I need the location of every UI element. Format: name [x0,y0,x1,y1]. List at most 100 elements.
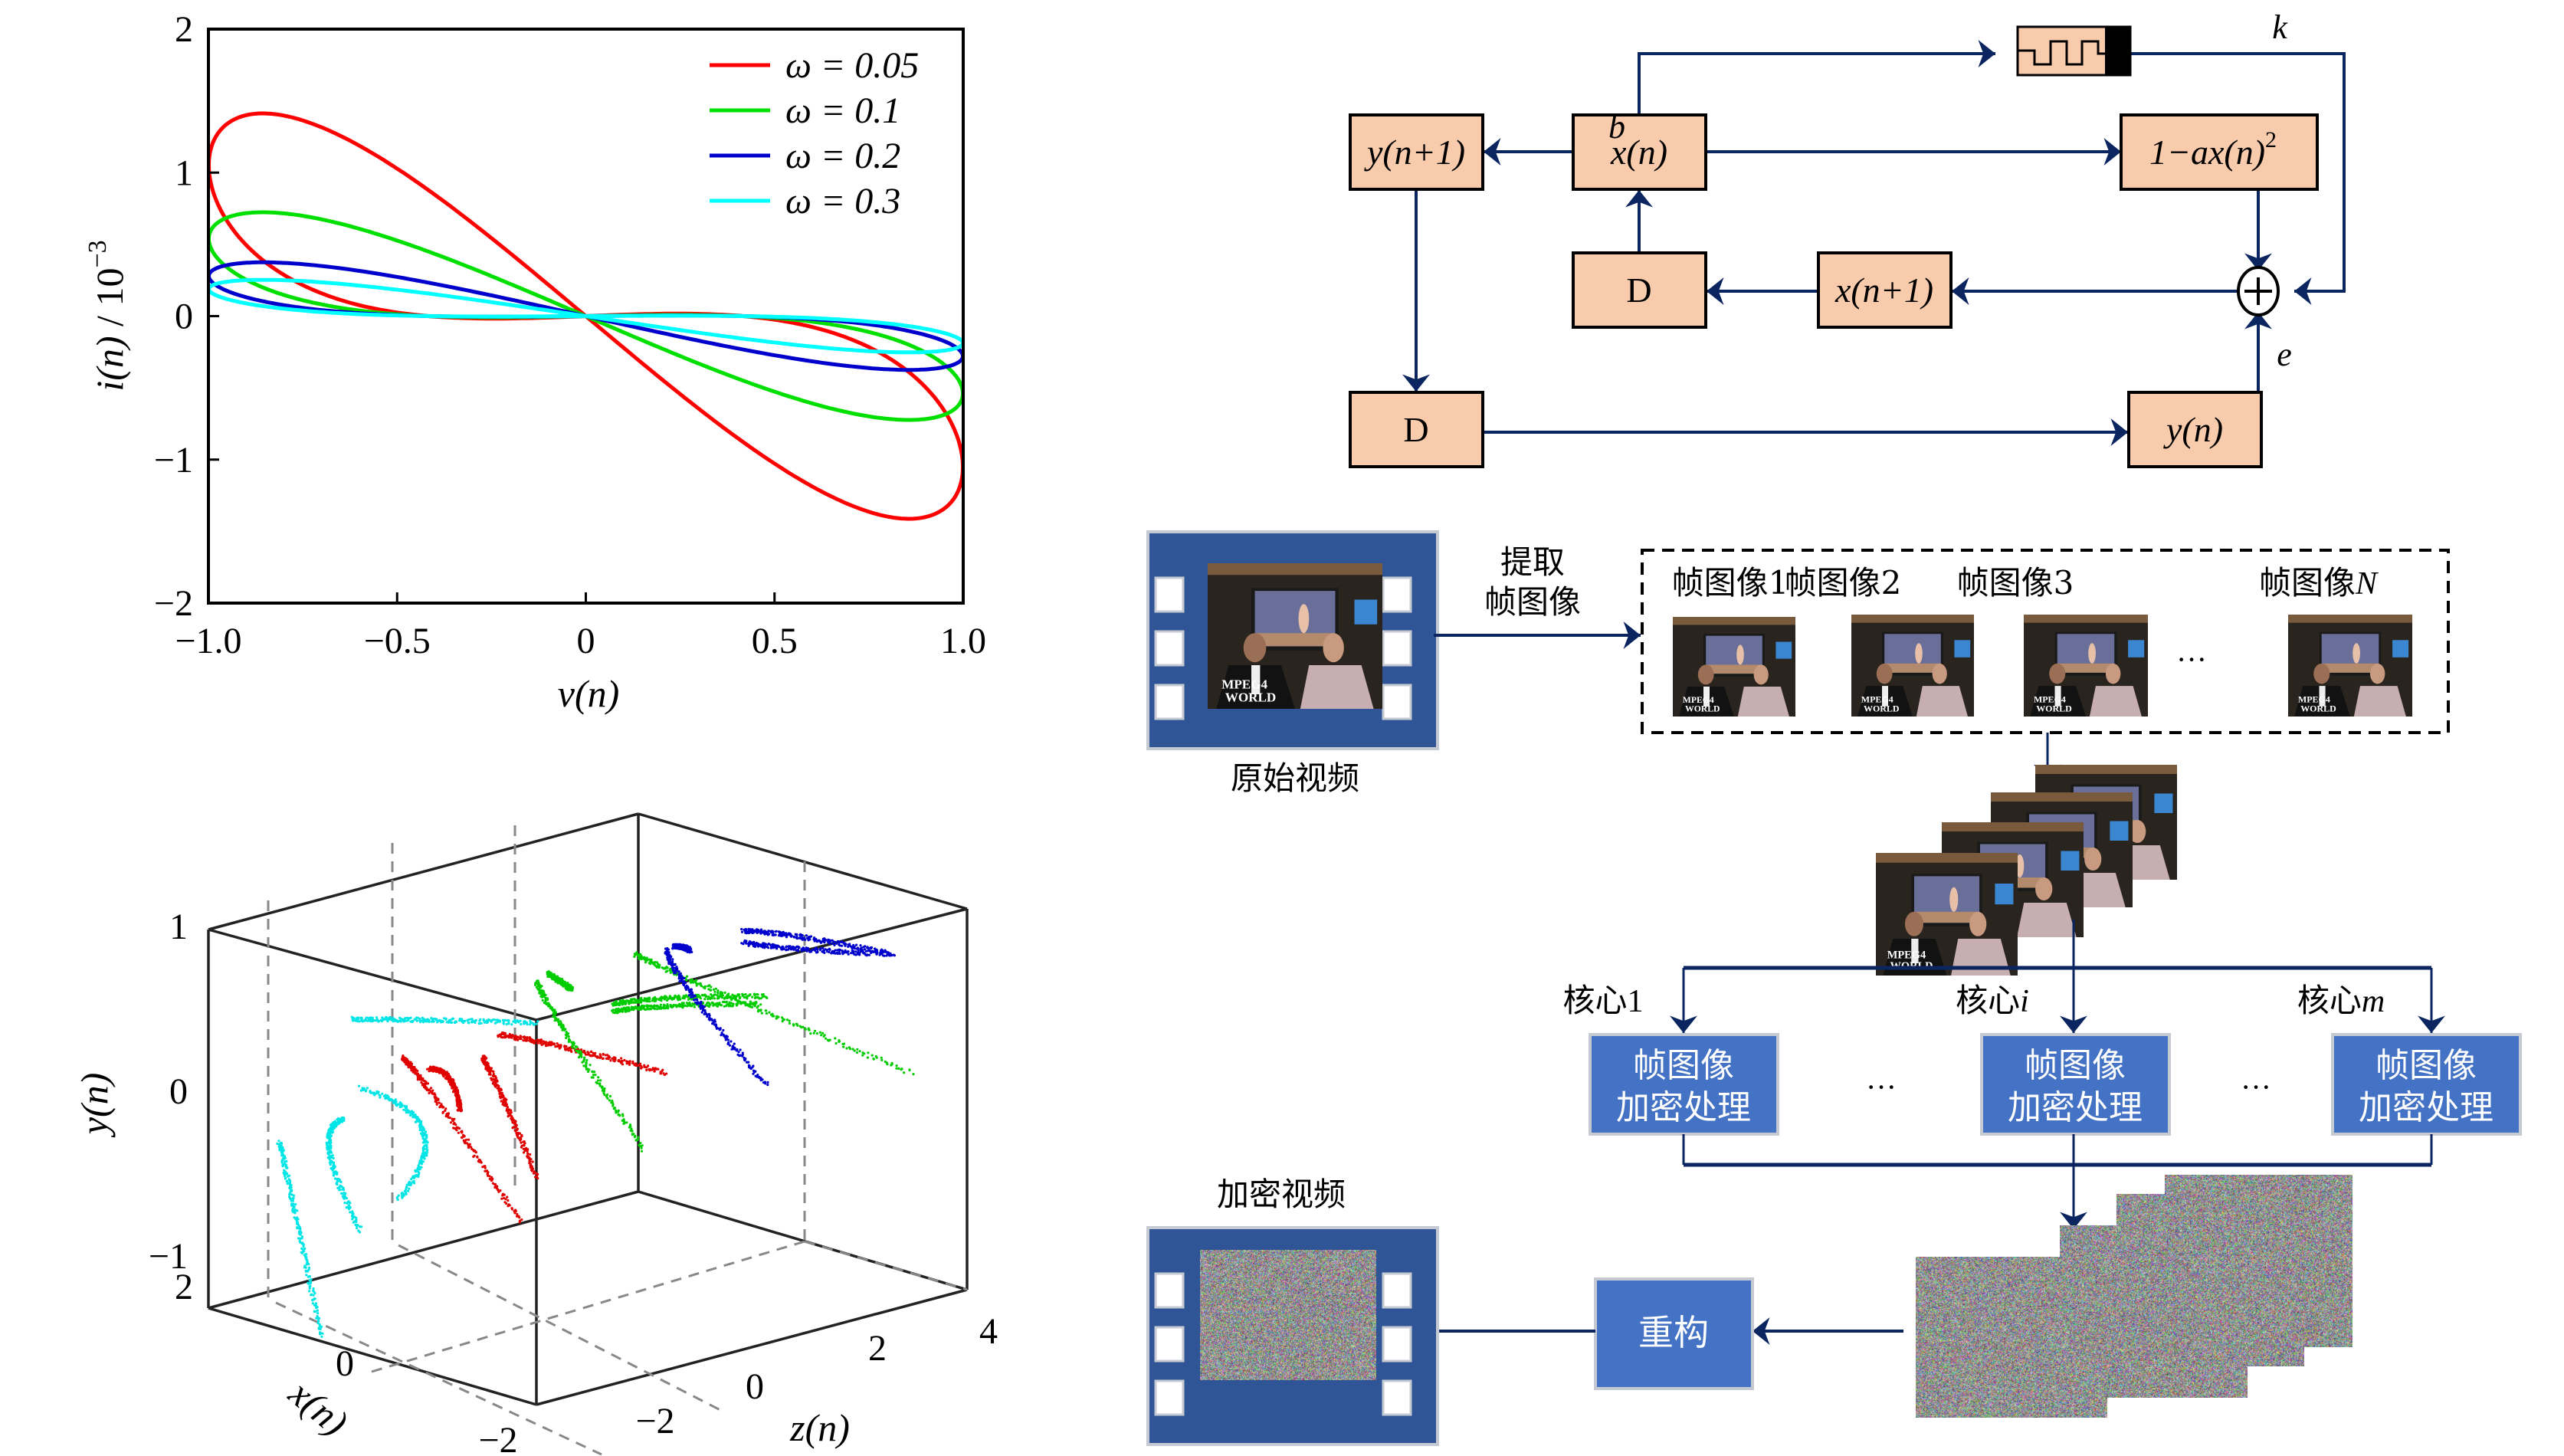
core-label-1: 核心1 [1562,982,1643,1019]
legend-label: ω = 0.1 [785,90,900,131]
svg-text:帧图像: 帧图像 [2025,1046,2126,1085]
3d-axes-box [208,814,967,1454]
svg-text:WORLD: WORLD [1685,704,1720,714]
svg-text:帧图像: 帧图像 [2375,1046,2477,1085]
label-k: k [2272,8,2288,46]
frame-thumb-3: MPEG4WORLD [2024,615,2148,717]
frames-ellipsis: ··· [2176,642,2207,677]
arrow-xn-to-pulse [1639,54,1995,115]
box-x-next: x(n+1) [1818,253,1951,327]
film-hole [1383,578,1411,612]
chaotic-map-block-diagram: y(n+1) x(n) 1−ax(n)2 D x(n+1) [1350,8,2344,467]
y-tick-label: 1 [175,152,193,193]
reconstruct-box: 重构 [1595,1279,1753,1389]
svg-text:加密处理: 加密处理 [2008,1088,2143,1127]
box-y-next: y(n+1) [1350,115,1483,189]
frame-label-2: 帧图像2 [1785,564,1902,602]
stack-frame-1: MPEG4WORLD [1876,853,2018,976]
process-box-core-i: 帧图像 加密处理 [1982,1035,2169,1134]
attractor-3d-plot: 10−120−2−2024y(n)x(n)z(n) [73,814,998,1456]
svg-text:帧图像: 帧图像 [1633,1046,1734,1085]
tick-label: 0 [169,1071,188,1112]
tick-label: 1 [169,907,188,947]
svg-text:D: D [1403,410,1428,449]
label-original-video: 原始视频 [1231,759,1359,797]
x-tick-label: 1.0 [940,621,986,661]
frame-thumbnails: MPEG4WORLD MPEG4WORLD MPEG4WORLD MPEG4WORLD [1673,615,2412,717]
svg-text:加密处理: 加密处理 [2359,1088,2494,1127]
tick-label: 0 [336,1343,354,1384]
encrypted-frame-1 [1916,1257,2107,1418]
chart-legend: ω = 0.05ω = 0.1 ω = 0.2 ω = 0.3 [710,45,919,221]
box-delay-mid: D [1573,253,1706,327]
diagram-connections [1416,54,2344,432]
film-hole [1383,1274,1411,1307]
summation-node [2238,267,2278,315]
label-extract-1: 提取 [1500,543,1565,581]
tick-label: 2 [868,1328,887,1369]
box-edge [208,930,536,1020]
x-tick-label: −0.5 [364,621,431,661]
x-tick-label: −1.0 [175,621,241,661]
x-axis-label: v(n) [558,672,620,715]
svg-text:WORLD: WORLD [1864,703,1900,713]
legend-label: ω = 0.05 [785,45,919,86]
original-video-thumbnail: MPEG4WORLD [1208,563,1382,709]
film-hole [1156,1381,1183,1415]
y-tick-label: 2 [175,9,193,50]
box-edge [208,814,638,930]
frame-thumb-n: MPEG4WORLD [2288,615,2412,717]
svg-text:y(n+1): y(n+1) [1364,133,1465,172]
box-logistic-map: 1−ax(n)2 [2121,115,2317,189]
box-edge [208,1308,536,1405]
box-y-n: y(n) [2129,392,2261,467]
frame-thumb-2: MPEG4WORLD [1851,615,1974,717]
legend-label: ω = 0.3 [785,181,900,221]
svg-text:重构: 重构 [1638,1312,1709,1353]
svg-text:加密处理: 加密处理 [1616,1088,1751,1127]
legend-label: ω = 0.2 [785,136,900,176]
process-box-core-1: 帧图像 加密处理 [1590,1035,1778,1134]
x-tick-label: 0 [577,621,595,661]
y-axis-label: i(n) / 10−3 [84,240,131,391]
box-edge [208,1192,638,1308]
hysteresis-chart: −1.0−0.500.51.0 −2−1012 v(n) i(n) / 10−3… [84,9,986,715]
label-extract-2: 帧图像 [1484,583,1581,621]
film-hole [1156,685,1183,719]
tick-label: −2 [478,1420,517,1456]
frame-label-3-text: 帧图像3 [1957,564,2074,602]
tick-label: 0 [746,1366,764,1407]
label-encrypted-video: 加密视频 [1217,1176,1346,1213]
svg-text:WORLD: WORLD [2300,703,2336,713]
film-hole [1383,631,1411,665]
label-b: b [1608,108,1625,146]
film-hole [1383,685,1411,719]
3d-points [276,928,914,1338]
film-hole [1156,1327,1183,1361]
process-ellipsis-2: ··· [2241,1070,2271,1104]
x-tick-labels: −1.0−0.500.51.0 [175,621,986,661]
y-tick-label: 0 [175,297,193,337]
svg-text:WORLD: WORLD [1225,690,1276,705]
process-box-core-m: 帧图像 加密处理 [2333,1035,2520,1134]
frame-thumb-1: MPEG4WORLD [1673,617,1795,717]
frame-label-n: 帧图像N [2259,564,2379,602]
svg-text:D: D [1626,271,1651,310]
encrypted-video-thumbnail [1200,1250,1376,1380]
series-curve-3 [209,280,963,353]
label-e: e [2277,336,2292,373]
process-ellipsis-1: ··· [1866,1070,1897,1104]
y-tick-label: −1 [154,440,193,480]
frame-label-1: 帧图像1 [1672,564,1789,602]
grid-line [398,1245,720,1410]
y-tick-labels: −2 −1 0 1 2 [154,9,193,624]
svg-text:WORLD: WORLD [2036,703,2072,713]
box-x-n: x(n) [1573,115,1706,189]
film-hole [1156,1274,1183,1307]
y-tick-label: −2 [154,583,193,624]
box-delay-bottom: D [1350,392,1483,467]
film-hole [1383,1327,1411,1361]
grid-line [372,1241,805,1372]
core-label-i: 核心i [1956,982,2029,1019]
svg-text:1−ax(n)2: 1−ax(n)2 [2149,127,2277,172]
